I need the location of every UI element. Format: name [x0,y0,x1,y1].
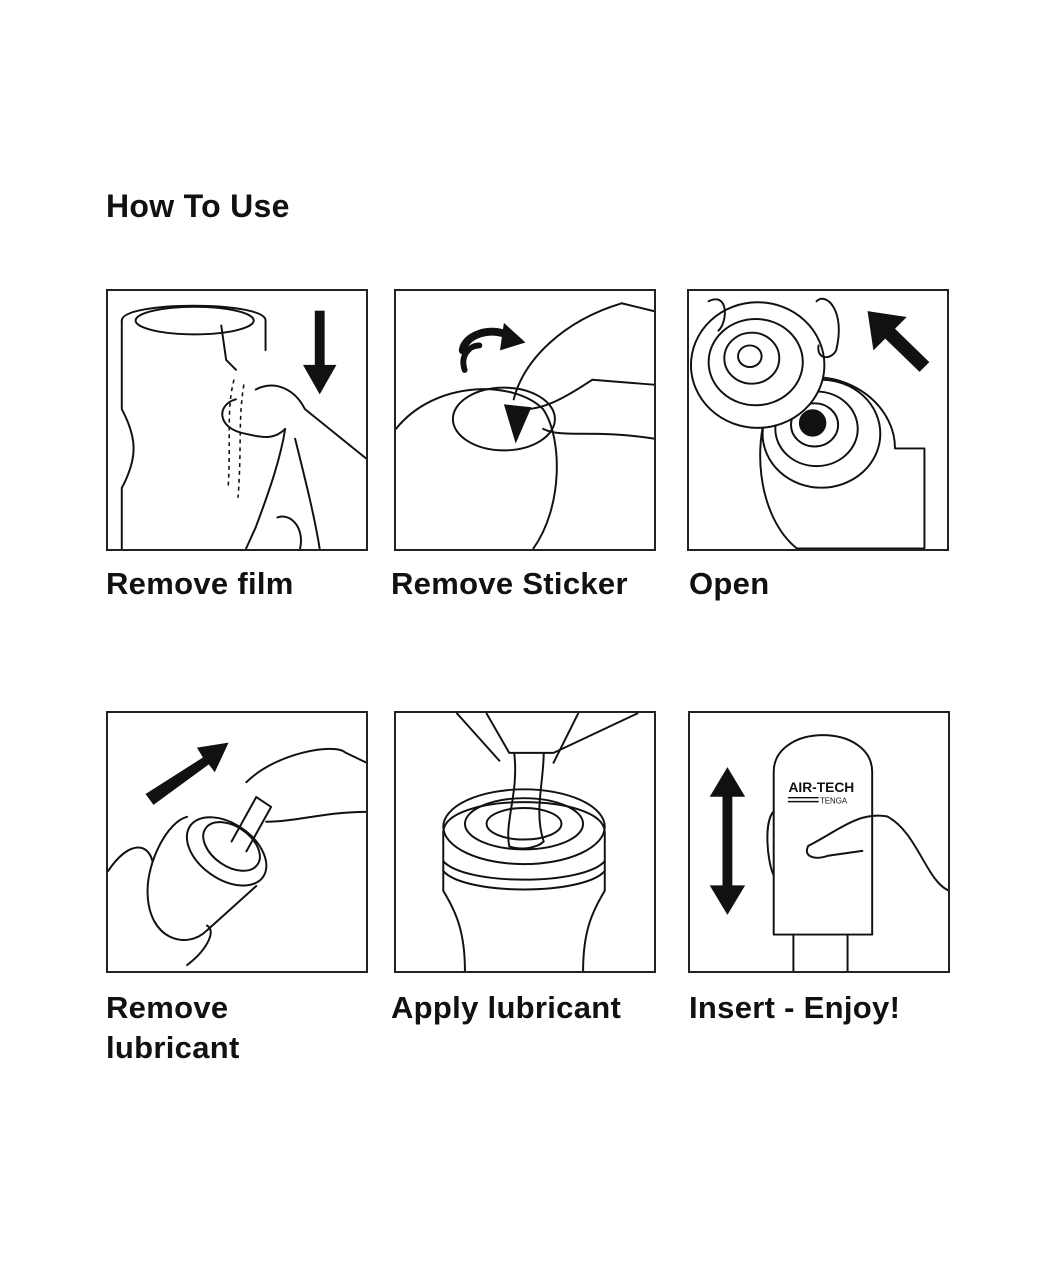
apply-lubricant-illustration [394,711,656,973]
step-label: Remove Sticker [391,566,628,601]
remove-film-illustration [106,289,368,551]
step-label: Open [689,566,770,601]
step-label-multiline: Remove lubricant [106,988,240,1068]
step-label-line: Remove [106,990,229,1025]
logo-brand: AIR-TECH [788,780,854,795]
page-title: How To Use [106,188,290,224]
step-label: Insert - Enjoy! [689,990,901,1025]
logo-sub: TENGA [820,797,848,806]
remove-lubricant-illustration [106,711,368,973]
open-cap-illustration [687,289,949,551]
insert-illustration: AIR-TECH TENGA [688,711,950,973]
step-label: Remove film [106,566,294,601]
step-label: Apply lubricant [391,990,622,1025]
remove-sticker-illustration [394,289,656,551]
step-label-line: lubricant [106,1030,240,1065]
